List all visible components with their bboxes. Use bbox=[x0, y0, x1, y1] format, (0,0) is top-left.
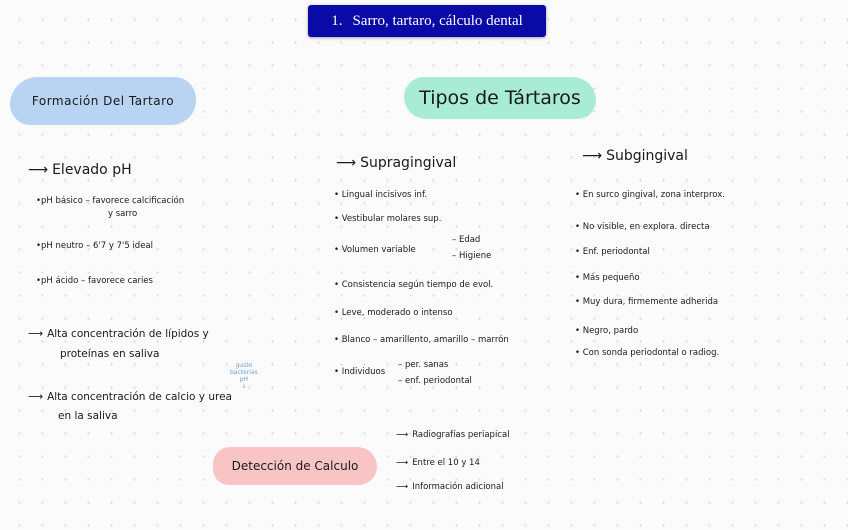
tipos-heading: Tipos de Tártaros bbox=[404, 77, 596, 119]
title-text: Sarro, tartaro, cálculo dental bbox=[352, 12, 523, 29]
arrow-right-icon: ⟶ bbox=[28, 328, 44, 340]
deteccion-heading: Detección de Calculo bbox=[213, 447, 377, 485]
formacion-heading-text: Formación Del Tartaro bbox=[31, 94, 175, 108]
arrow-right-icon: ⟶ bbox=[396, 458, 409, 468]
arrow-right-icon: ⟶ bbox=[28, 391, 44, 403]
sub-item-enf: • Enf. periodontal bbox=[575, 247, 650, 257]
sub-item-surco: • En surco gingival, zona interprox. bbox=[575, 190, 725, 200]
sub-item-sonda: • Con sonda periodontal o radiog. bbox=[575, 348, 720, 358]
formacion-item-acido: •pH ácido – favorece caries bbox=[36, 276, 153, 286]
supra-item-individuos: • Individuos bbox=[334, 367, 386, 377]
sub-item-dura: • Muy dura, firmemente adherida bbox=[575, 297, 719, 307]
formacion-item-calcio: ⟶Alta concentración de calcio y urea bbox=[28, 391, 232, 403]
supra-subitem-sanas: – per. sanas bbox=[398, 360, 449, 370]
supra-subitem-edad: – Edad bbox=[452, 235, 481, 245]
formacion-item-ph: ⟶Elevado pH bbox=[28, 162, 132, 178]
deteccion-heading-text: Detección de Calculo bbox=[231, 459, 359, 473]
formacion-item-lipidos: ⟶Alta concentración de lípidos y bbox=[28, 328, 209, 340]
arrow-right-icon: ⟶ bbox=[582, 148, 603, 164]
supra-subitem-higiene: – Higiene bbox=[452, 251, 492, 261]
formacion-item-calcio-cont: en la saliva bbox=[58, 410, 118, 422]
arrow-right-icon: ⟶ bbox=[396, 482, 409, 492]
deteccion-item-informacion: ⟶Información adicional bbox=[396, 482, 504, 492]
margin-note: gusto bacterias pH ↓ bbox=[230, 362, 258, 390]
arrow-right-icon: ⟶ bbox=[28, 162, 49, 178]
formacion-heading: Formación Del Tartaro bbox=[10, 77, 196, 125]
deteccion-item-radiografias: ⟶Radiografías periapical bbox=[396, 430, 510, 440]
formacion-item-neutro: •pH neutro – 6'7 y 7'5 ideal bbox=[36, 241, 153, 251]
arrow-right-icon: ⟶ bbox=[336, 155, 357, 171]
page-title: 1. Sarro, tartaro, cálculo dental bbox=[308, 5, 546, 37]
supra-item-leve: • Leve, moderado o intenso bbox=[334, 308, 453, 318]
supragingival-heading: ⟶Supragingival bbox=[336, 155, 457, 171]
title-number: 1. bbox=[331, 12, 343, 29]
arrow-right-icon: ⟶ bbox=[396, 430, 409, 440]
formacion-item-basico: •pH básico – favorece calcificación bbox=[36, 196, 185, 206]
supra-item-vestibular: • Vestibular molares sup. bbox=[334, 214, 442, 224]
tipos-heading-text: Tipos de Tártaros bbox=[419, 87, 581, 109]
supra-item-consistencia: • Consistencia según tiempo de evol. bbox=[334, 280, 494, 290]
supra-item-lingual: • Lingual incisivos inf. bbox=[334, 190, 428, 200]
supra-item-volumen: • Volumen variable bbox=[334, 245, 416, 255]
formacion-item-basico-cont: y sarro bbox=[108, 209, 138, 219]
formacion-item-lipidos-cont: proteínas en saliva bbox=[60, 348, 160, 360]
supra-item-color: • Blanco – amarillento, amarillo – marró… bbox=[334, 335, 509, 345]
supra-subitem-periodontal: – enf. periodontal bbox=[398, 376, 472, 386]
deteccion-item-entre: ⟶Entre el 10 y 14 bbox=[396, 458, 480, 468]
sub-item-visible: • No visible, en explora. directa bbox=[575, 222, 710, 232]
sub-item-pequeno: • Más pequeño bbox=[575, 273, 640, 283]
sub-item-negro: • Negro, pardo bbox=[575, 326, 639, 336]
subgingival-heading: ⟶Subgingival bbox=[582, 148, 688, 164]
